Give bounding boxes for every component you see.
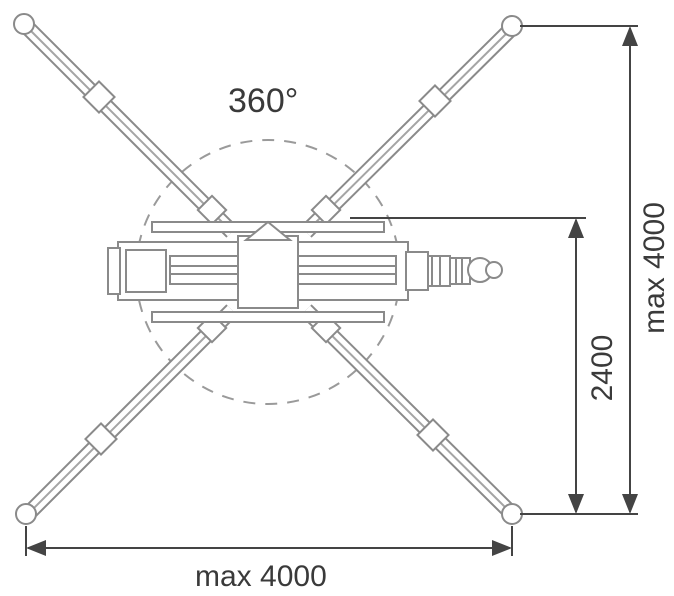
outrigger-arm-bottom-right <box>300 304 523 525</box>
dimension-line-outrigger <box>350 217 586 514</box>
height-dimension-label: max 4000 <box>638 202 671 334</box>
outrigger-arm-top-left <box>13 13 238 238</box>
outrigger-dimension-label: 2400 <box>586 334 619 402</box>
dimension-line-height <box>520 25 638 515</box>
width-dimension-label: max 4000 <box>195 560 327 593</box>
crane-body <box>107 220 409 323</box>
rotation-label: 360° <box>228 82 299 120</box>
outrigger-arm-top-right <box>300 15 523 238</box>
dimension-line-width <box>25 526 513 556</box>
outrigger-arm-bottom-left <box>15 304 238 525</box>
boom-head <box>405 251 503 291</box>
